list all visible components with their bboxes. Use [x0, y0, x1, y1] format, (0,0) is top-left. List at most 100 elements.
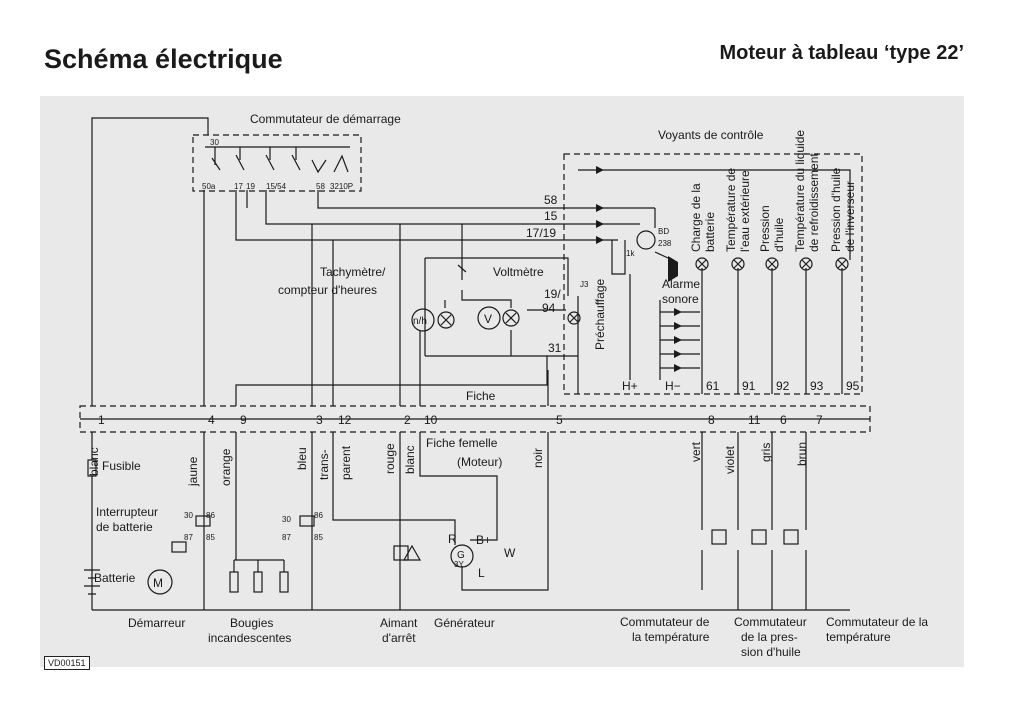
engine-labels: Fusible Interrupteur de batterie Batteri…: [94, 459, 928, 659]
h-minus-label: H−: [665, 379, 681, 393]
terminal-58-label: 58: [316, 182, 325, 191]
lamp-gearbox-oil-line1: Pression d'huile: [829, 167, 843, 252]
generator-l-label: L: [478, 566, 485, 580]
generator-w-label: W: [504, 546, 516, 560]
pin-10: 10: [424, 413, 438, 427]
terminal-30-label: 30: [210, 138, 219, 147]
wire-color-brun: brun: [795, 442, 809, 466]
pin-1: 1: [98, 413, 105, 427]
preheat-label: Préchauffage: [593, 279, 607, 350]
temp-switch-label-2: la température: [632, 630, 710, 644]
terminal-1719: 17/19: [526, 226, 556, 240]
stop-solenoid-label-1: Aimant: [380, 616, 418, 630]
alarm-label-1: Alarme: [662, 277, 700, 291]
page-subtitle: Moteur à tableau ‘type 22’: [719, 42, 964, 64]
tacho-label-2: compteur d'heures: [278, 283, 377, 297]
lamp-oil-pressure-line2: d'huile: [772, 217, 786, 252]
warning-lights-label: Voyants de contrôle: [658, 128, 764, 142]
output-95: 95: [846, 379, 860, 393]
pin-8: 8: [708, 413, 715, 427]
wire-color-bleu: bleu: [295, 447, 309, 470]
terminal-31: 31: [548, 341, 562, 355]
j3-label: J3: [580, 280, 589, 289]
starter-switch-label: Commutateur de démarrage: [250, 112, 401, 126]
engine-wiring: M 30 87 86 85 30 87 86 85 G 3Y: [84, 432, 850, 611]
glow-plugs-label-1: Bougies: [230, 616, 273, 630]
wire-colors: blanc jaune orange bleu trans- parent ro…: [87, 441, 809, 487]
terminal-19: 19/: [544, 287, 561, 301]
lamp-oil-pressure-line1: Pression: [758, 205, 772, 252]
terminal-15: 15: [544, 209, 558, 223]
resistor-label: 1k: [626, 249, 635, 258]
warning-panel: Voyants de contrôle 58 15 17/19 19/ 94 3…: [526, 128, 863, 395]
socket-label-1: Fiche femelle: [426, 436, 498, 450]
lamp-coolant-temp-line2: de refroidissement: [807, 153, 821, 252]
output-93: 93: [810, 379, 824, 393]
fuse-label: Fusible: [102, 459, 141, 473]
voltmeter-label: Voltmètre: [493, 265, 544, 279]
output-91: 91: [742, 379, 756, 393]
temp2-switch-label-1: Commutateur de la: [826, 615, 928, 629]
battery-label: Batterie: [94, 571, 136, 585]
terminal-1554-label: 15/54: [266, 182, 287, 191]
lamp-gearbox-oil-line2: de l'inverseur: [843, 181, 857, 252]
starter-switch: Commutateur de démarrage 30 50a 17 19 15…: [192, 112, 401, 192]
wire-color-parent: parent: [339, 445, 353, 480]
pin-5: 5: [556, 413, 563, 427]
oil-switch-label-1: Commutateur: [734, 615, 807, 629]
wire-color-violet: violet: [723, 445, 737, 474]
wire-color-vert: vert: [689, 441, 703, 462]
terminal-58: 58: [544, 193, 558, 207]
alarm-label-2: sonore: [662, 292, 699, 306]
terminal-3210p-label: 3210P: [330, 182, 353, 191]
reference-code: VD00151: [44, 656, 90, 670]
wire-color-rouge: rouge: [383, 443, 397, 474]
starter-label: Démarreur: [128, 616, 185, 630]
wires: [91, 117, 578, 406]
transistor-label-2: 238: [658, 239, 672, 248]
pin-2: 2: [404, 413, 411, 427]
oil-switch-label-3: sion d'huile: [741, 645, 801, 659]
relay1-85: 85: [206, 533, 215, 542]
pin-9: 9: [240, 413, 247, 427]
relay2-30: 30: [282, 515, 291, 524]
battery-switch-label-2: de batterie: [96, 520, 153, 534]
socket-label-2: (Moteur): [457, 455, 502, 469]
h-plus-label: H+: [622, 379, 638, 393]
lamp-water-temp-line1: Température de: [724, 168, 738, 252]
plug-label: Fiche: [466, 389, 496, 403]
wire-color-orange: orange: [219, 448, 233, 486]
wire-color-blanc-2: blanc: [403, 445, 417, 474]
terminal-19-label: 19: [246, 182, 255, 191]
relay1-87: 87: [184, 533, 193, 542]
terminal-50a-label: 50a: [202, 182, 216, 191]
lamp-coolant-temp-line1: Température du liquide: [793, 130, 807, 252]
lamp-water-temp-line2: l'eau extérieure: [738, 170, 752, 252]
temp2-switch-label-2: température: [826, 630, 891, 644]
voltmeter-symbol: V: [484, 312, 492, 326]
battery-switch-label-1: Interrupteur: [96, 505, 158, 519]
generator-sub: 3Y: [454, 560, 464, 569]
relay2-86: 86: [314, 511, 323, 520]
generator-r-label: R: [448, 532, 457, 546]
oil-switch-label-2: de la pres-: [741, 630, 798, 644]
pin-4: 4: [208, 413, 215, 427]
page-title: Schéma électrique: [44, 44, 283, 74]
relay2-85: 85: [314, 533, 323, 542]
pin-12: 12: [338, 413, 352, 427]
generator-label: Générateur: [434, 616, 495, 630]
terminal-17-label: 17: [234, 182, 243, 191]
pin-11: 11: [748, 413, 761, 427]
wire-color-noir: noir: [531, 448, 545, 468]
pin-3: 3: [316, 413, 323, 427]
relay1-86: 86: [206, 511, 215, 520]
glow-plugs-label-2: incandescentes: [208, 631, 291, 645]
instruments: Tachymètre/ compteur d'heures Voltmètre …: [278, 265, 544, 332]
wire-color-blanc: blanc: [87, 447, 101, 476]
motor-symbol: M: [153, 576, 163, 590]
wire-color-jaune: jaune: [186, 456, 200, 487]
terminal-94: 94: [542, 301, 556, 315]
relay2-87: 87: [282, 533, 291, 542]
pin-7: 7: [816, 413, 823, 427]
pin-6: 6: [780, 413, 787, 427]
